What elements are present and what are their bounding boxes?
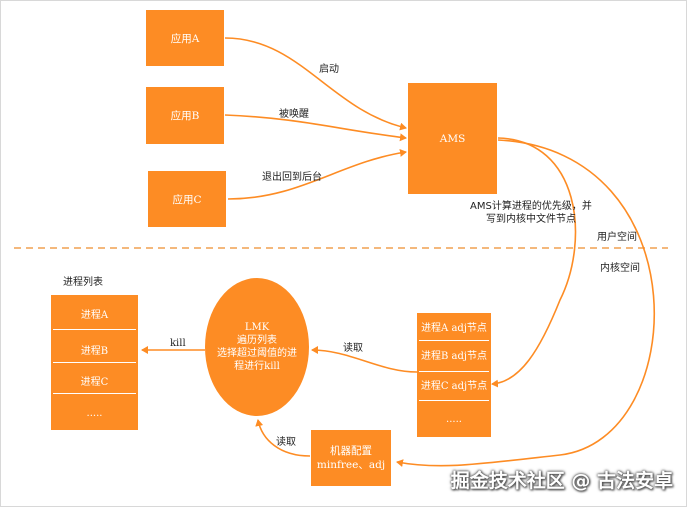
adj-node-c: 进程C adj节点 [420, 380, 488, 392]
adj-node-list: 进程A adj节点 进程B adj节点 进程C adj节点 ..... [417, 313, 491, 437]
edge-label-read-adj: 读取 [343, 343, 363, 354]
ams-box: AMS [408, 83, 497, 194]
adj-divider [419, 340, 489, 341]
watermark: 掘金技术社区 @ 古法安卓 [450, 470, 673, 492]
lmk-line2: 遍历列表 [237, 335, 277, 346]
process-list-title: 进程列表 [63, 277, 103, 288]
kernel-space-label: 内核空间 [600, 263, 640, 274]
app-b-label: 应用B [170, 110, 200, 122]
process-item-c: 进程C [80, 376, 109, 388]
config-line2: minfree、adj [316, 459, 386, 471]
lmk-line3: 选择超过阈值的进 [217, 348, 297, 359]
arrow-write-adj [491, 137, 577, 388]
adj-node-a: 进程A adj节点 [421, 322, 487, 334]
adj-divider [419, 371, 489, 372]
adj-node-more: ..... [446, 413, 462, 425]
arrow-read-config [255, 419, 311, 457]
process-item-more: ..... [86, 407, 103, 419]
ams-label: AMS [439, 132, 466, 145]
app-a-label: 应用A [170, 32, 200, 45]
app-a-box: 应用A [146, 10, 224, 66]
app-c-label: 应用C [172, 193, 202, 206]
arrow-write-config [396, 139, 655, 468]
ams-note-line2: 写到内核中文件节点 [486, 214, 576, 225]
edge-label-start: 启动 [319, 64, 339, 75]
adj-node-b: 进程B adj节点 [421, 350, 487, 362]
arrow-awaken [224, 114, 407, 142]
edge-label-read-config: 读取 [276, 437, 296, 448]
process-divider [53, 393, 136, 394]
edge-label-background: 退出回到后台 [262, 172, 322, 183]
config-box: 机器配置 minfree、adj [311, 430, 391, 486]
process-item-b: 进程B [80, 345, 109, 357]
process-item-a: 进程A [80, 309, 109, 321]
edge-label-kill: kill [170, 338, 186, 349]
edge-label-awaken: 被唤醒 [279, 109, 309, 120]
process-list: 进程A 进程B 进程C ..... [51, 295, 138, 430]
arrow-read-adj [311, 346, 418, 373]
config-line1: 机器配置 [330, 445, 372, 457]
ams-note-line1: AMS计算进程的优先级，并 [470, 201, 592, 212]
arrow-start [224, 37, 407, 131]
process-divider [53, 362, 136, 363]
lmk-ellipse: LMK 遍历列表 选择超过阈值的进 程进行kill [205, 278, 309, 416]
lmk-line1: LMK [244, 322, 270, 333]
adj-divider [419, 400, 489, 401]
arrow-background [227, 148, 407, 200]
user-space-label: 用户空间 [597, 232, 637, 243]
app-b-box: 应用B [146, 87, 224, 144]
app-c-box: 应用C [148, 171, 226, 227]
process-divider [53, 329, 136, 330]
lmk-line4: 程进行kill [234, 361, 280, 372]
